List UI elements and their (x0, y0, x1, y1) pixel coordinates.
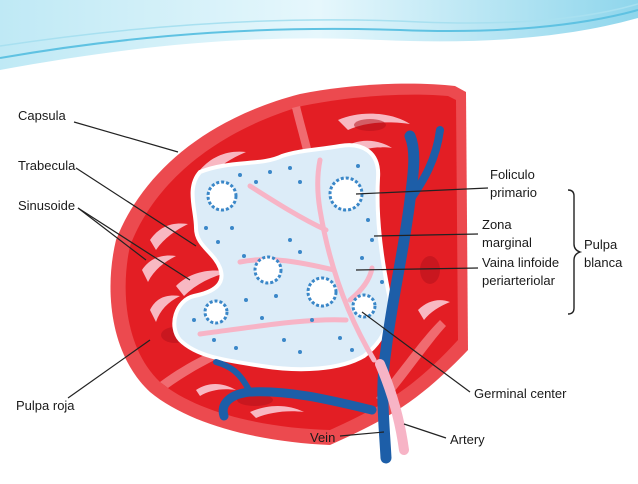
vein (213, 126, 444, 464)
label-vaina-linfoide: Vaina linfoide periarteriolar (482, 255, 560, 288)
leader-lines (67, 121, 489, 439)
label-germinal-center: Germinal center (474, 386, 567, 401)
lymphocytes (192, 164, 384, 354)
white-pulp (172, 143, 393, 372)
header-wave (0, 0, 638, 70)
label-pulpa-roja: Pulpa roja (16, 398, 75, 413)
label-trabecula: Trabecula (18, 158, 76, 173)
follicles (203, 176, 377, 325)
label-foliculo-primario: Foliculo primario (490, 167, 537, 200)
pulpa-blanca-bracket (567, 189, 583, 315)
label-zona-marginal: Zona marginal (482, 217, 532, 250)
arterioles (197, 157, 377, 363)
label-pulpa-blanca: Pulpa blanca (584, 237, 623, 270)
label-artery: Artery (450, 432, 485, 447)
label-capsula: Capsula (18, 108, 66, 123)
artery (375, 359, 409, 455)
label-sinusoide: Sinusoide (18, 198, 76, 213)
label-vein: Vein (310, 430, 336, 445)
